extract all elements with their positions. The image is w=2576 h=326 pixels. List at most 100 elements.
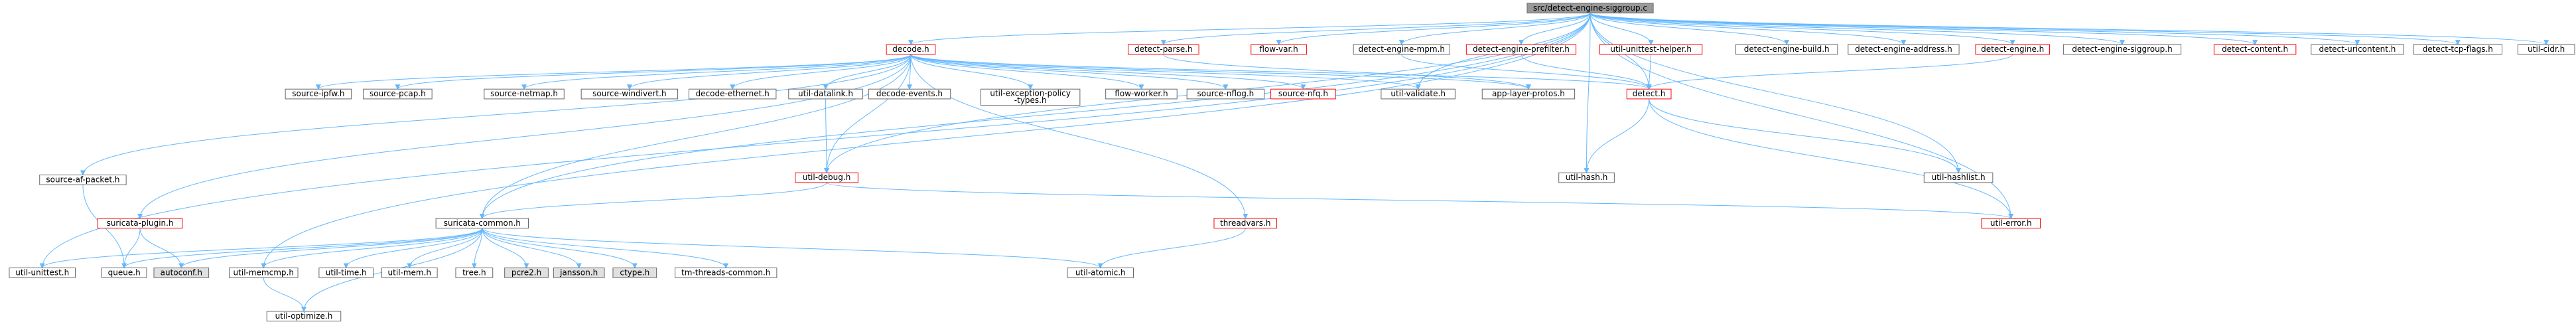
node-label: source-nflog.h <box>1197 89 1254 98</box>
node-detect-engine-build-h[interactable]: detect-engine-build.h <box>1735 44 1838 55</box>
node-util-optimize-h[interactable]: util-optimize.h <box>266 311 342 322</box>
node-label: source-windivert.h <box>592 89 666 98</box>
node-box <box>97 218 183 229</box>
edge-root-to-detect-engine-mpm-h <box>1398 13 1591 46</box>
node-label: util-cidr.h <box>2528 44 2565 54</box>
node-detect-parse-h[interactable]: detect-parse.h <box>1128 44 1199 55</box>
node-ctype-h[interactable]: ctype.h <box>612 267 657 278</box>
node-label: flow-var.h <box>1259 44 1298 54</box>
node-box <box>612 267 657 278</box>
node-decode-ethernet-h[interactable]: decode-ethernet.h <box>688 88 777 100</box>
edge-suricata-common-h-to-util-memcmp-h <box>261 228 483 269</box>
node-util-mem-h[interactable]: util-mem.h <box>381 267 438 278</box>
node-box <box>1128 44 1199 55</box>
node-util-time-h[interactable]: util-time.h <box>318 267 374 278</box>
node-box <box>1270 88 1336 100</box>
node-box <box>9 267 76 278</box>
node-box <box>1735 44 1838 55</box>
node-flow-worker-h[interactable]: flow-worker.h <box>1105 88 1178 100</box>
node-label: detect-engine-siggroup.h <box>2072 44 2172 54</box>
node-detect-engine-siggroup-h[interactable]: detect-engine-siggroup.h <box>2063 44 2182 55</box>
node-box <box>981 88 1081 106</box>
node-autoconf-h[interactable]: autoconf.h <box>153 267 210 278</box>
node-box <box>228 267 299 278</box>
edge-util-datalink-h-to-util-debug-h <box>824 98 830 174</box>
node-source-windivert-h[interactable]: source-windivert.h <box>580 88 679 100</box>
node-util-cidr-h[interactable]: util-cidr.h <box>2517 44 2575 55</box>
node-box <box>553 267 605 278</box>
node-box <box>1923 172 1994 183</box>
node-box <box>363 88 433 100</box>
node-threadvars-h[interactable]: threadvars.h <box>1213 218 1278 229</box>
edge-decode-h-to-source-windivert-h <box>626 54 912 90</box>
node-queue-h[interactable]: queue.h <box>101 267 147 278</box>
node-box <box>1526 3 1654 14</box>
node-detect-content-h[interactable]: detect-content.h <box>2213 44 2297 55</box>
node-util-hashlist-h[interactable]: util-hashlist.h <box>1923 172 1994 183</box>
node-source-netmap-h[interactable]: source-netmap.h <box>484 88 565 100</box>
node-detect-engine-address-h[interactable]: detect-engine-address.h <box>1848 44 1960 55</box>
edge-root-to-detect-uricontent-h <box>1590 13 2360 46</box>
edge-suricata-common-h-to-util-atomic-h <box>482 228 1103 269</box>
node-label: detect-engine-build.h <box>1744 44 1830 54</box>
node-flow-var-h[interactable]: flow-var.h <box>1251 44 1307 55</box>
node-util-hash-h[interactable]: util-hash.h <box>1558 172 1615 183</box>
node-tm-threads-common-h[interactable]: tm-threads-common.h <box>675 267 778 278</box>
node-label: util-hashlist.h <box>1931 173 1985 182</box>
node-util-datalink-h[interactable]: util-datalink.h <box>788 88 863 100</box>
node-label: flow-worker.h <box>1115 89 1168 98</box>
node-jansson-h[interactable]: jansson.h <box>553 267 605 278</box>
node-source-nfq-h[interactable]: source-nfq.h <box>1270 88 1336 100</box>
node-detect-engine-mpm-h[interactable]: detect-engine-mpm.h <box>1353 44 1450 55</box>
node-detect-engine-prefilter-h[interactable]: detect-engine-prefilter.h <box>1465 44 1577 55</box>
edge-root-to-detect-engine-build-h <box>1590 13 1790 46</box>
edge-root-to-util-hashlist-h <box>1590 13 1962 174</box>
node-suricata-common-h[interactable]: suricata-common.h <box>435 218 529 229</box>
node-label: ctype.h <box>620 268 649 277</box>
node-box <box>1599 44 1703 55</box>
node-detect-engine-h[interactable]: detect-engine.h <box>1975 44 2050 55</box>
node-detect-uricontent-h[interactable]: detect-uricontent.h <box>2311 44 2404 55</box>
node-root[interactable]: src/detect-engine-siggroup.c <box>1526 3 1654 14</box>
node-util-debug-h[interactable]: util-debug.h <box>795 172 858 183</box>
node-label: source-ipfw.h <box>292 89 344 98</box>
node-util-exception-policy-types-h[interactable]: util-exception-policy-types.h <box>981 88 1081 106</box>
node-suricata-plugin-h[interactable]: suricata-plugin.h <box>97 218 183 229</box>
node-label: detect-uricontent.h <box>2319 44 2396 54</box>
edge-root-to-util-cidr-h <box>1590 13 2549 46</box>
node-source-af-packet-h[interactable]: source-af-packet.h <box>39 175 127 185</box>
node-util-unittest-h[interactable]: util-unittest.h <box>9 267 76 278</box>
node-box <box>2213 44 2297 55</box>
node-label: source-af-packet.h <box>46 175 119 184</box>
node-tree-h[interactable]: tree.h <box>455 267 494 278</box>
node-util-atomic-h[interactable]: util-atomic.h <box>1067 267 1134 278</box>
node-box <box>1975 44 2050 55</box>
node-box <box>101 267 147 278</box>
node-label: jansson.h <box>559 268 598 277</box>
edge-decode-h-to-suricata-common-h <box>479 54 912 219</box>
node-util-validate-h[interactable]: util-validate.h <box>1381 88 1456 100</box>
node-source-ipfw-h[interactable]: source-ipfw.h <box>285 88 352 100</box>
node-box <box>2413 44 2502 55</box>
node-util-error-h[interactable]: util-error.h <box>1981 218 2041 229</box>
node-decode-h[interactable]: decode.h <box>886 44 936 55</box>
node-label: detect-parse.h <box>1134 44 1193 54</box>
edge-suricata-common-h-to-autoconf-h <box>178 228 483 269</box>
node-box <box>1848 44 1960 55</box>
node-detect-tcp-flags-h[interactable]: detect-tcp-flags.h <box>2413 44 2502 55</box>
node-label: pcre2.h <box>511 268 541 277</box>
edge-root-to-flow-var-h <box>1276 13 1591 46</box>
node-detect-h[interactable]: detect.h <box>1626 88 1672 100</box>
node-app-layer-protos-h[interactable]: app-layer-protos.h <box>1481 88 1576 100</box>
node-decode-events-h[interactable]: decode-events.h <box>868 88 951 100</box>
node-pcre2-h[interactable]: pcre2.h <box>504 267 549 278</box>
node-util-memcmp-h[interactable]: util-memcmp.h <box>228 267 299 278</box>
node-source-nflog-h[interactable]: source-nflog.h <box>1186 88 1265 100</box>
node-util-unittest-helper-h[interactable]: util-unittest-helper.h <box>1599 44 1703 55</box>
node-label: util-optimize.h <box>275 311 333 321</box>
node-source-pcap-h[interactable]: source-pcap.h <box>363 88 433 100</box>
edge-decode-h-to-util-debug-h <box>824 54 912 174</box>
edge-util-debug-h-to-util-error-h <box>826 182 2013 219</box>
node-label: source-nfq.h <box>1278 89 1328 98</box>
